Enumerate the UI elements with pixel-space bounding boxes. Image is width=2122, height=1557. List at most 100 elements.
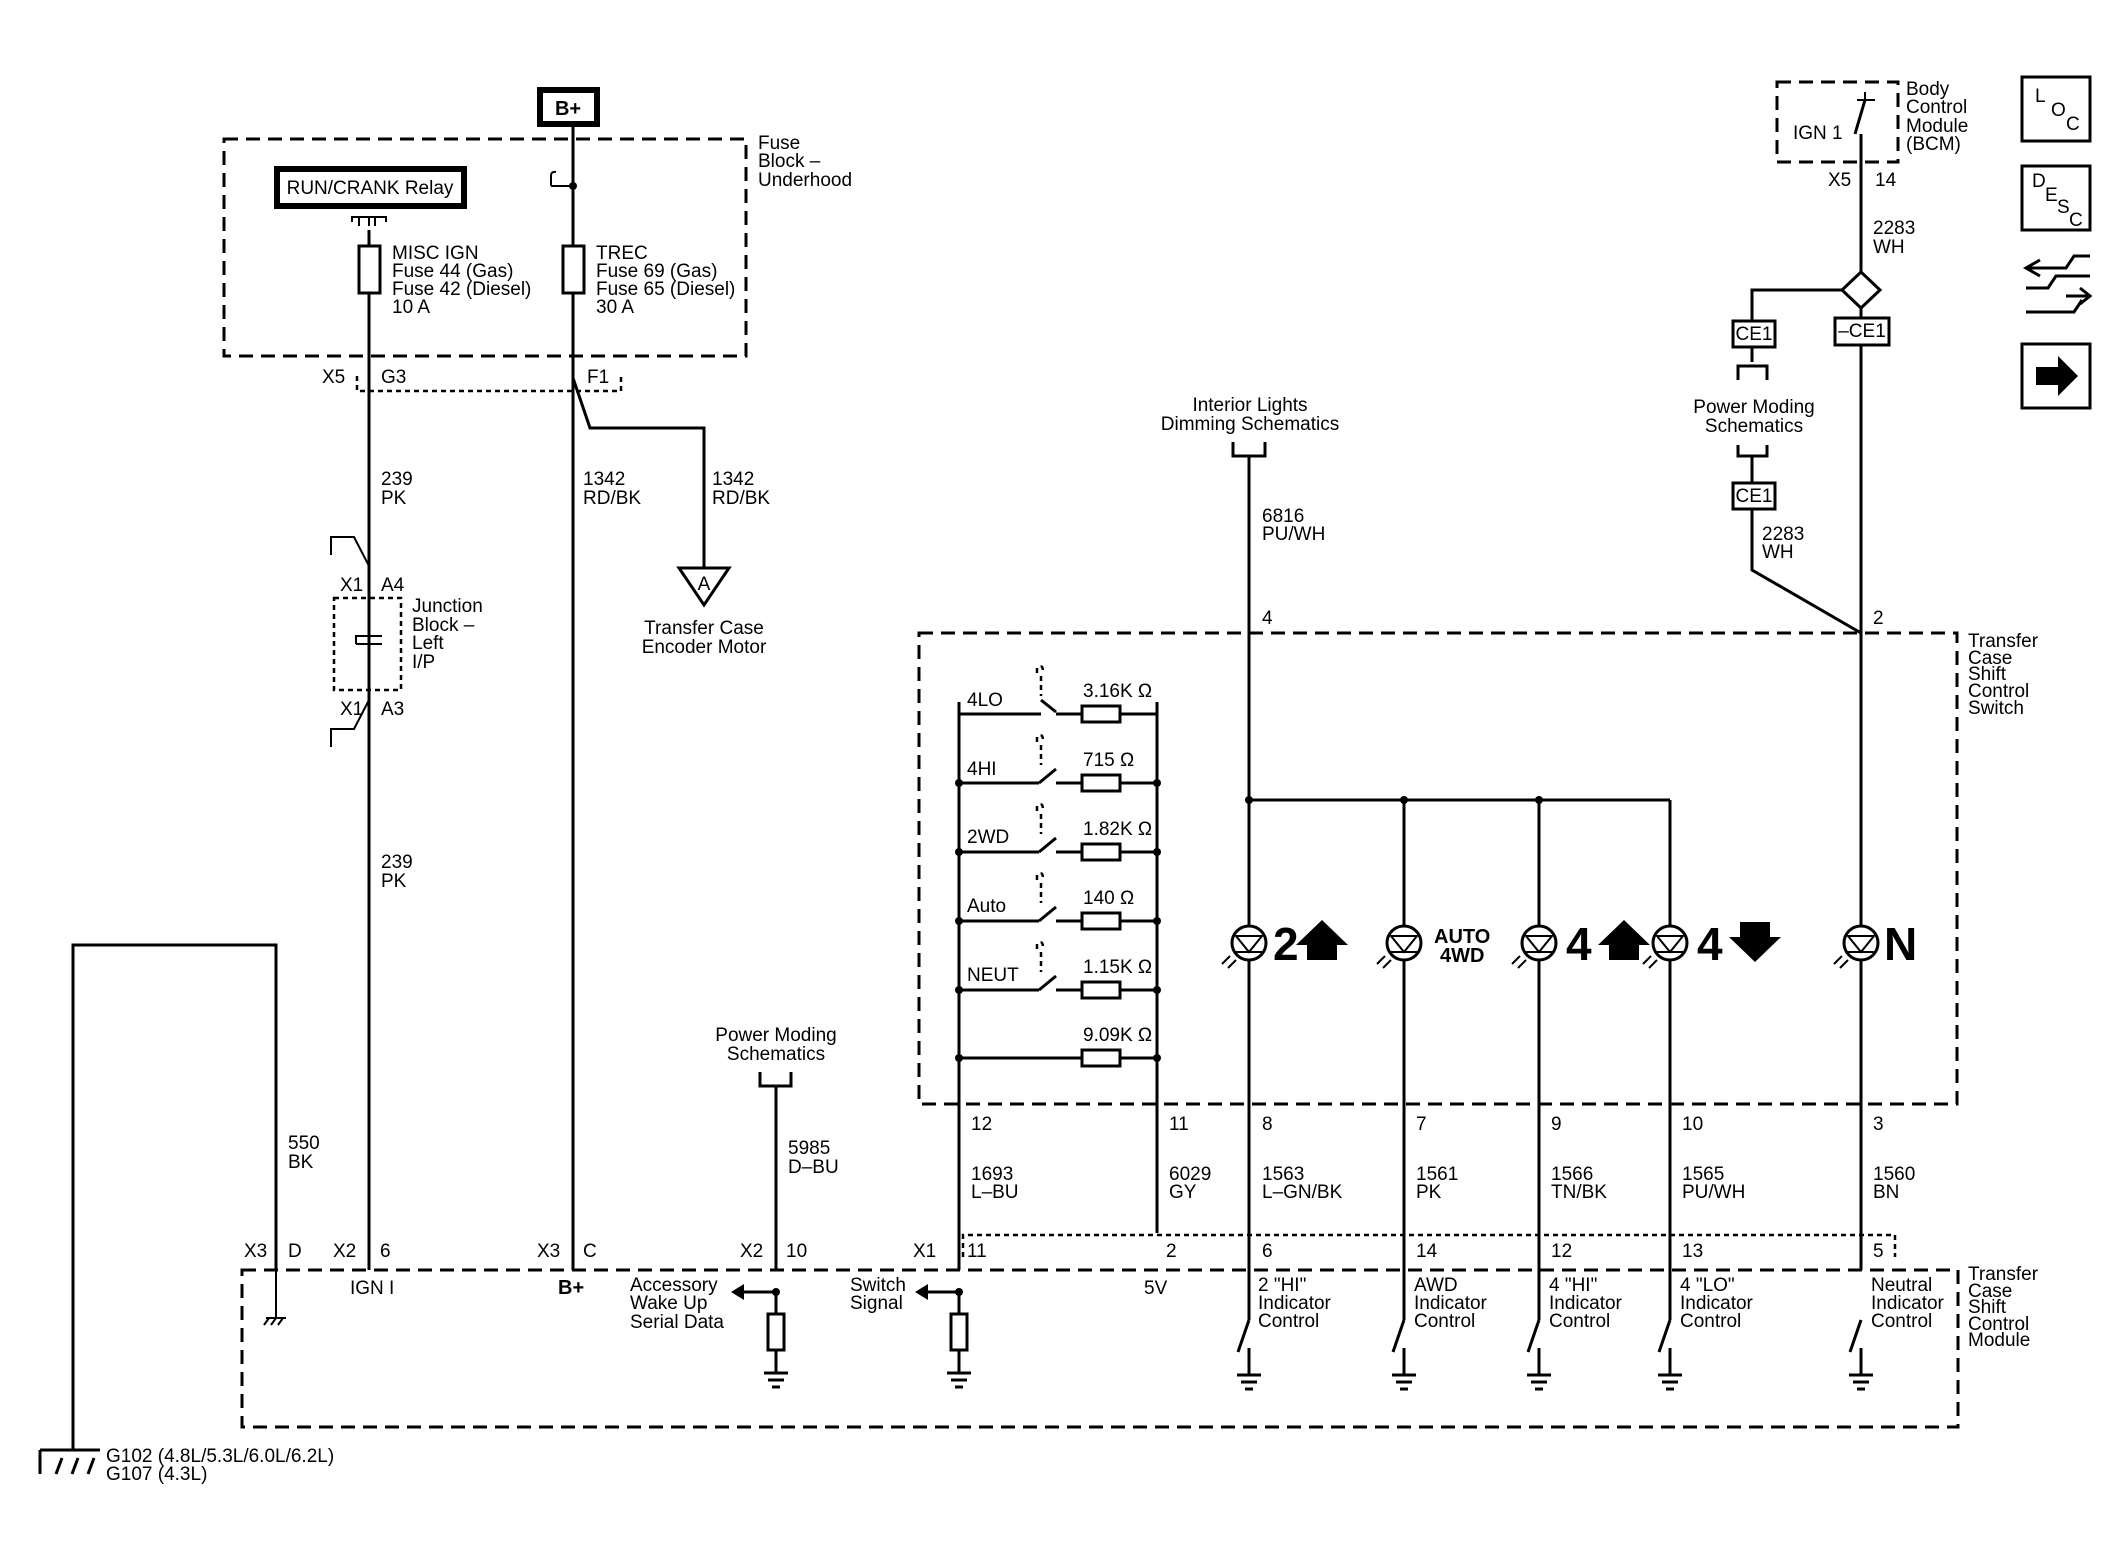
led-2hi: 2 xyxy=(1221,918,1348,970)
wire-1693-num: 1693 xyxy=(971,1164,1013,1185)
accessory-line-2: Wake Up xyxy=(630,1293,707,1314)
svg-text:–CE1: –CE1 xyxy=(1838,321,1886,342)
conn-x5-label: X5 xyxy=(322,367,345,388)
indicator-control-awd: AWD Indicator Control xyxy=(1391,1275,1488,1391)
misc-fuse-line-4: 10 A xyxy=(392,297,430,318)
switch-pin-3: 3 xyxy=(1873,1114,1884,1135)
interior-wire-color: PU/WH xyxy=(1262,524,1325,545)
bcm-ign-label: IGN 1 xyxy=(1793,123,1843,144)
switch-signal-line-1: Switch xyxy=(850,1275,906,1296)
wire-1563-num: 1563 xyxy=(1262,1164,1304,1185)
trec-fuse-line-3: Fuse 65 (Diesel) xyxy=(596,279,735,300)
bcm-wire-color: WH xyxy=(1873,237,1905,258)
misc-fuse-line-3: Fuse 42 (Diesel) xyxy=(392,279,531,300)
transfer-case-shift-control-switch: Transfer Case Shift Control Switch xyxy=(917,631,2039,1106)
module-label-3: Shift xyxy=(1968,1297,2007,1318)
power-moding-lower-1: Power Moding xyxy=(715,1025,836,1046)
bcm-lower-wire-color: WH xyxy=(1762,542,1794,563)
mod-pin-11: 11 xyxy=(967,1241,987,1262)
wire-1342-main-num: 1342 xyxy=(583,469,625,490)
ind-ctrl-4hi-1: 4 "HI" xyxy=(1549,1275,1597,1296)
mod-conn-x2-6: X2 xyxy=(333,1241,356,1262)
description-button[interactable]: D E S C xyxy=(2020,164,2092,232)
ind-ctrl-2hi-1: 2 "HI" xyxy=(1258,1275,1306,1296)
wire-239-top-color: PK xyxy=(381,488,407,509)
bcm-label-1: Body xyxy=(1906,79,1950,100)
wire-1560-color: BN xyxy=(1873,1182,1899,1203)
mod-pin-13: 13 xyxy=(1682,1241,1703,1262)
pos-auto-label: Auto xyxy=(967,896,1006,917)
relay-label: RUN/CRANK Relay xyxy=(287,178,454,199)
mod-conn-x1-11: X1 xyxy=(913,1241,936,1262)
next-arrow-button[interactable] xyxy=(2020,342,2092,410)
pos-2wd-res: 1.82K Ω xyxy=(1083,819,1152,840)
location-button[interactable]: L O C xyxy=(2020,75,2092,143)
ind-ctrl-awd-1: AWD xyxy=(1414,1275,1458,1296)
wire-6029-color: GY xyxy=(1169,1182,1197,1203)
switch-signal-line-2: Signal xyxy=(850,1293,903,1314)
switch-row-2wd: 2WD 1.82K Ω xyxy=(955,802,1161,862)
wire-1561-color: PK xyxy=(1416,1182,1442,1203)
power-moding-wire-num: 5985 xyxy=(788,1138,830,1159)
pos-2wd-label: 2WD xyxy=(967,827,1009,848)
transfer-case-shift-control-module: Transfer Case Shift Control Module xyxy=(240,1264,2039,1429)
switch-pin-7: 7 xyxy=(1416,1114,1427,1135)
switch-row-auto: Auto 140 Ω xyxy=(955,871,1161,931)
jb-line-2: Block – xyxy=(412,615,475,636)
ind-ctrl-4lo-1: 4 "LO" xyxy=(1680,1275,1735,1296)
misc-fuse-line-2: Fuse 44 (Gas) xyxy=(392,261,513,282)
mod-pin-d: D xyxy=(288,1241,302,1262)
ind-auto-line-1: AUTO xyxy=(1434,926,1490,948)
base-res: 9.09K Ω xyxy=(1083,1025,1152,1046)
ind-ctrl-4hi-2: Indicator xyxy=(1549,1293,1623,1314)
mod-pin-2: 2 xyxy=(1166,1241,1177,1262)
bplus-label: B+ xyxy=(555,98,581,120)
mod-conn-x3-d: X3 xyxy=(244,1241,267,1262)
mod-pin-14: 14 xyxy=(1416,1241,1438,1262)
pos-4lo-res: 3.16K Ω xyxy=(1083,681,1152,702)
ground-wire-num: 550 xyxy=(288,1133,320,1154)
bcm-pin: 14 xyxy=(1875,170,1897,191)
led-neutral: N xyxy=(1833,918,1917,970)
pos-auto-res: 140 Ω xyxy=(1083,888,1134,909)
mod-pin-6: 6 xyxy=(380,1241,391,1262)
switch-label-1: Transfer xyxy=(1968,631,2039,652)
bcm-wire-num: 2283 xyxy=(1873,218,1915,239)
switch-row-4hi: 4HI 715 Ω xyxy=(955,733,1161,793)
svg-text:CE1: CE1 xyxy=(1736,486,1773,507)
mod-pin-6b: 6 xyxy=(1262,1241,1273,1262)
ind-ctrl-2hi-2: Indicator xyxy=(1258,1293,1332,1314)
interior-lights-line-2: Dimming Schematics xyxy=(1161,414,1339,435)
bcm-label-4: (BCM) xyxy=(1906,134,1961,155)
interior-wire-num: 6816 xyxy=(1262,506,1304,527)
mod-pin-c: C xyxy=(583,1241,597,1262)
conn-f1-label: F1 xyxy=(587,367,609,388)
wire-1560-num: 1560 xyxy=(1873,1164,1915,1185)
transfer-case-encoder-motor: A Transfer Case Encoder Motor xyxy=(642,566,767,658)
wire-239-top-num: 239 xyxy=(381,469,413,490)
interior-lights-line-1: Interior Lights xyxy=(1192,395,1307,416)
pos-neut-res: 1.15K Ω xyxy=(1083,957,1152,978)
power-moding-lower-2: Schematics xyxy=(727,1044,825,1065)
mod-bplus-label: B+ xyxy=(558,1277,584,1299)
ground-label-1: G102 (4.8L/5.3L/6.0L/6.2L) xyxy=(106,1446,334,1467)
mod-pin-10: 10 xyxy=(786,1241,807,1262)
desc-letter-e: E xyxy=(2045,185,2058,206)
ce1-left: CE1 xyxy=(1731,319,1777,349)
module-label-1: Transfer xyxy=(1968,1264,2039,1285)
loc-letter-l: L xyxy=(2035,86,2046,107)
pos-neut-label: NEUT xyxy=(967,965,1019,986)
switch-row-base: 9.09K Ω xyxy=(955,1025,1161,1068)
module-label-4: Control xyxy=(1968,1314,2029,1335)
ind-ctrl-awd-2: Indicator xyxy=(1414,1293,1488,1314)
wire-1565-num: 1565 xyxy=(1682,1164,1724,1185)
jb-x1-top: X1 xyxy=(340,575,363,596)
accessory-wake-up-input: Accessory Wake Up Serial Data xyxy=(630,1275,788,1389)
svg-text:CE1: CE1 xyxy=(1736,324,1773,345)
indicator-control-4lo: 4 "LO" Indicator Control xyxy=(1657,1275,1754,1391)
accessory-line-3: Serial Data xyxy=(630,1312,724,1333)
conn-g3-label: G3 xyxy=(381,367,406,388)
connector-x5: X5 G3 F1 xyxy=(322,367,623,393)
indicator-control-4hi: 4 "HI" Indicator Control xyxy=(1526,1275,1623,1391)
connector-end-view-icon[interactable] xyxy=(2022,254,2093,314)
